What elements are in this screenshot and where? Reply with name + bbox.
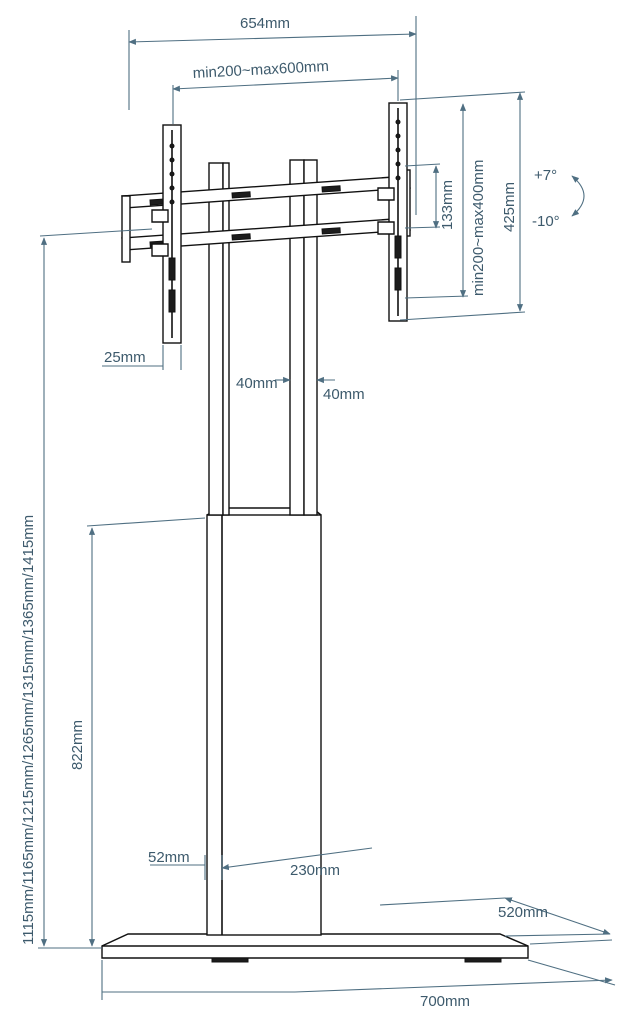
label-column-depth: 52mm (148, 849, 190, 866)
label-plate-height: 425mm (501, 182, 518, 232)
label-column-width: 230mm (290, 862, 340, 879)
label-base-width: 700mm (420, 993, 470, 1010)
horizontal-rails (121, 169, 411, 263)
upright-right (289, 159, 318, 516)
label-vesa-width: min200~max600mm (192, 58, 329, 82)
label-overall-width: 654mm (240, 15, 290, 32)
right-vertical-arm (377, 102, 408, 322)
label-arm-depth: 25mm (104, 349, 146, 366)
label-upright-gap-right: 40mm (323, 386, 365, 403)
dimension-labels: 654mm min200~max600mm 25mm 40mm 40mm +7°… (20, 15, 560, 1010)
label-height-options: 1115mm/1165mm/1215mm/1265mm/1315mm/1365m… (20, 515, 37, 945)
label-base-depth: 520mm (498, 904, 548, 921)
label-vesa-height: min200~max400mm (470, 160, 487, 296)
base-plate (101, 933, 529, 963)
dimension-lines (38, 16, 616, 1000)
label-tilt-up: +7° (534, 167, 557, 184)
label-tilt-down: -10° (532, 213, 560, 230)
stand-drawing (101, 102, 529, 963)
label-upright-gap-left: 40mm (236, 375, 278, 392)
left-vertical-arm (151, 124, 182, 344)
upright-left (208, 162, 230, 516)
label-column-height: 822mm (69, 720, 86, 770)
label-arm-height: 133mm (439, 180, 456, 230)
